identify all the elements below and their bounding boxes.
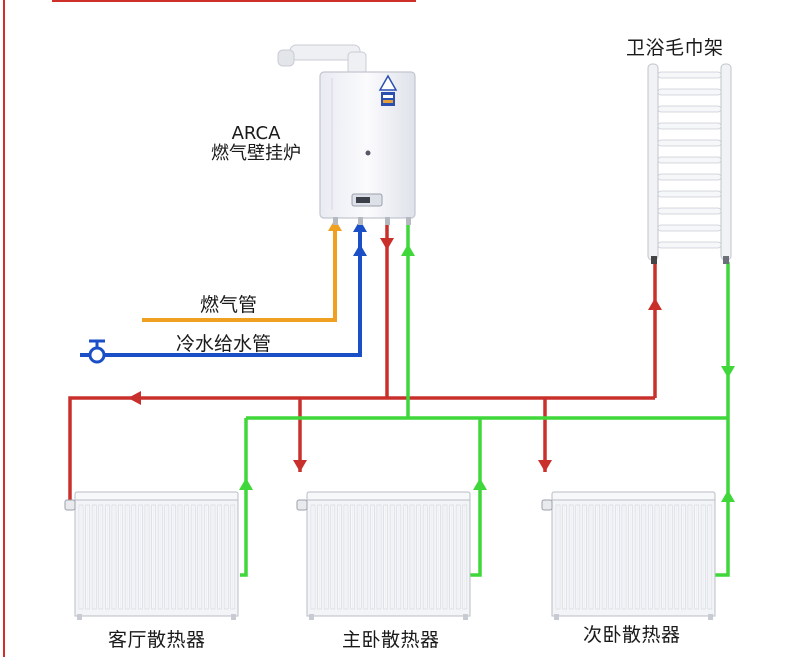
supply-down-arrow-icon [293, 460, 307, 472]
return-down-arrow-icon [721, 366, 735, 378]
radiator-label-living-room: 客厅散热器 [108, 629, 206, 651]
cold-water-pipe-label: 冷水给水管 [176, 333, 272, 355]
boiler-label: ARCA 燃气壁挂炉 [196, 124, 316, 164]
radiator-living-room [64, 491, 239, 620]
gas-pipe-label: 燃气管 [200, 294, 258, 316]
cold-water-arrow-icon [353, 244, 367, 256]
return-up-arrow-icon [721, 490, 735, 502]
cold-water-pipe [80, 222, 362, 357]
supply-down-arrow-icon [380, 238, 394, 250]
cold-water-boiler-arrow-icon [353, 220, 367, 232]
towel-rack-unit [647, 63, 732, 264]
boiler-unit [277, 44, 416, 225]
return-up-arrow-icon [473, 478, 487, 490]
gas-pipe [142, 225, 337, 322]
radiator-second-bedroom [541, 491, 716, 620]
supply-up-arrow-icon [648, 298, 662, 310]
boiler-brand-label: ARCA [231, 123, 281, 144]
return-up-arrow-icon [239, 478, 253, 490]
supply-down-arrow-icon [538, 460, 552, 472]
return-up-arrow-icon [401, 244, 415, 256]
warning-sticker-icon [378, 74, 398, 106]
valve-icon [88, 339, 106, 364]
return-arrows [239, 244, 735, 502]
boiler-name-label: 燃气壁挂炉 [211, 143, 301, 164]
supply-arrows [128, 238, 662, 472]
radiator-label-second-bedroom: 次卧散热器 [583, 624, 681, 646]
radiator-master-bedroom [296, 491, 471, 620]
radiator-label-master-bedroom: 主卧散热器 [342, 629, 440, 651]
towel-rack-label: 卫浴毛巾架 [626, 37, 724, 59]
towel-rack-bars [657, 71, 722, 249]
supply-left-arrow-icon [128, 391, 141, 405]
supply-pipe-network [68, 222, 657, 500]
